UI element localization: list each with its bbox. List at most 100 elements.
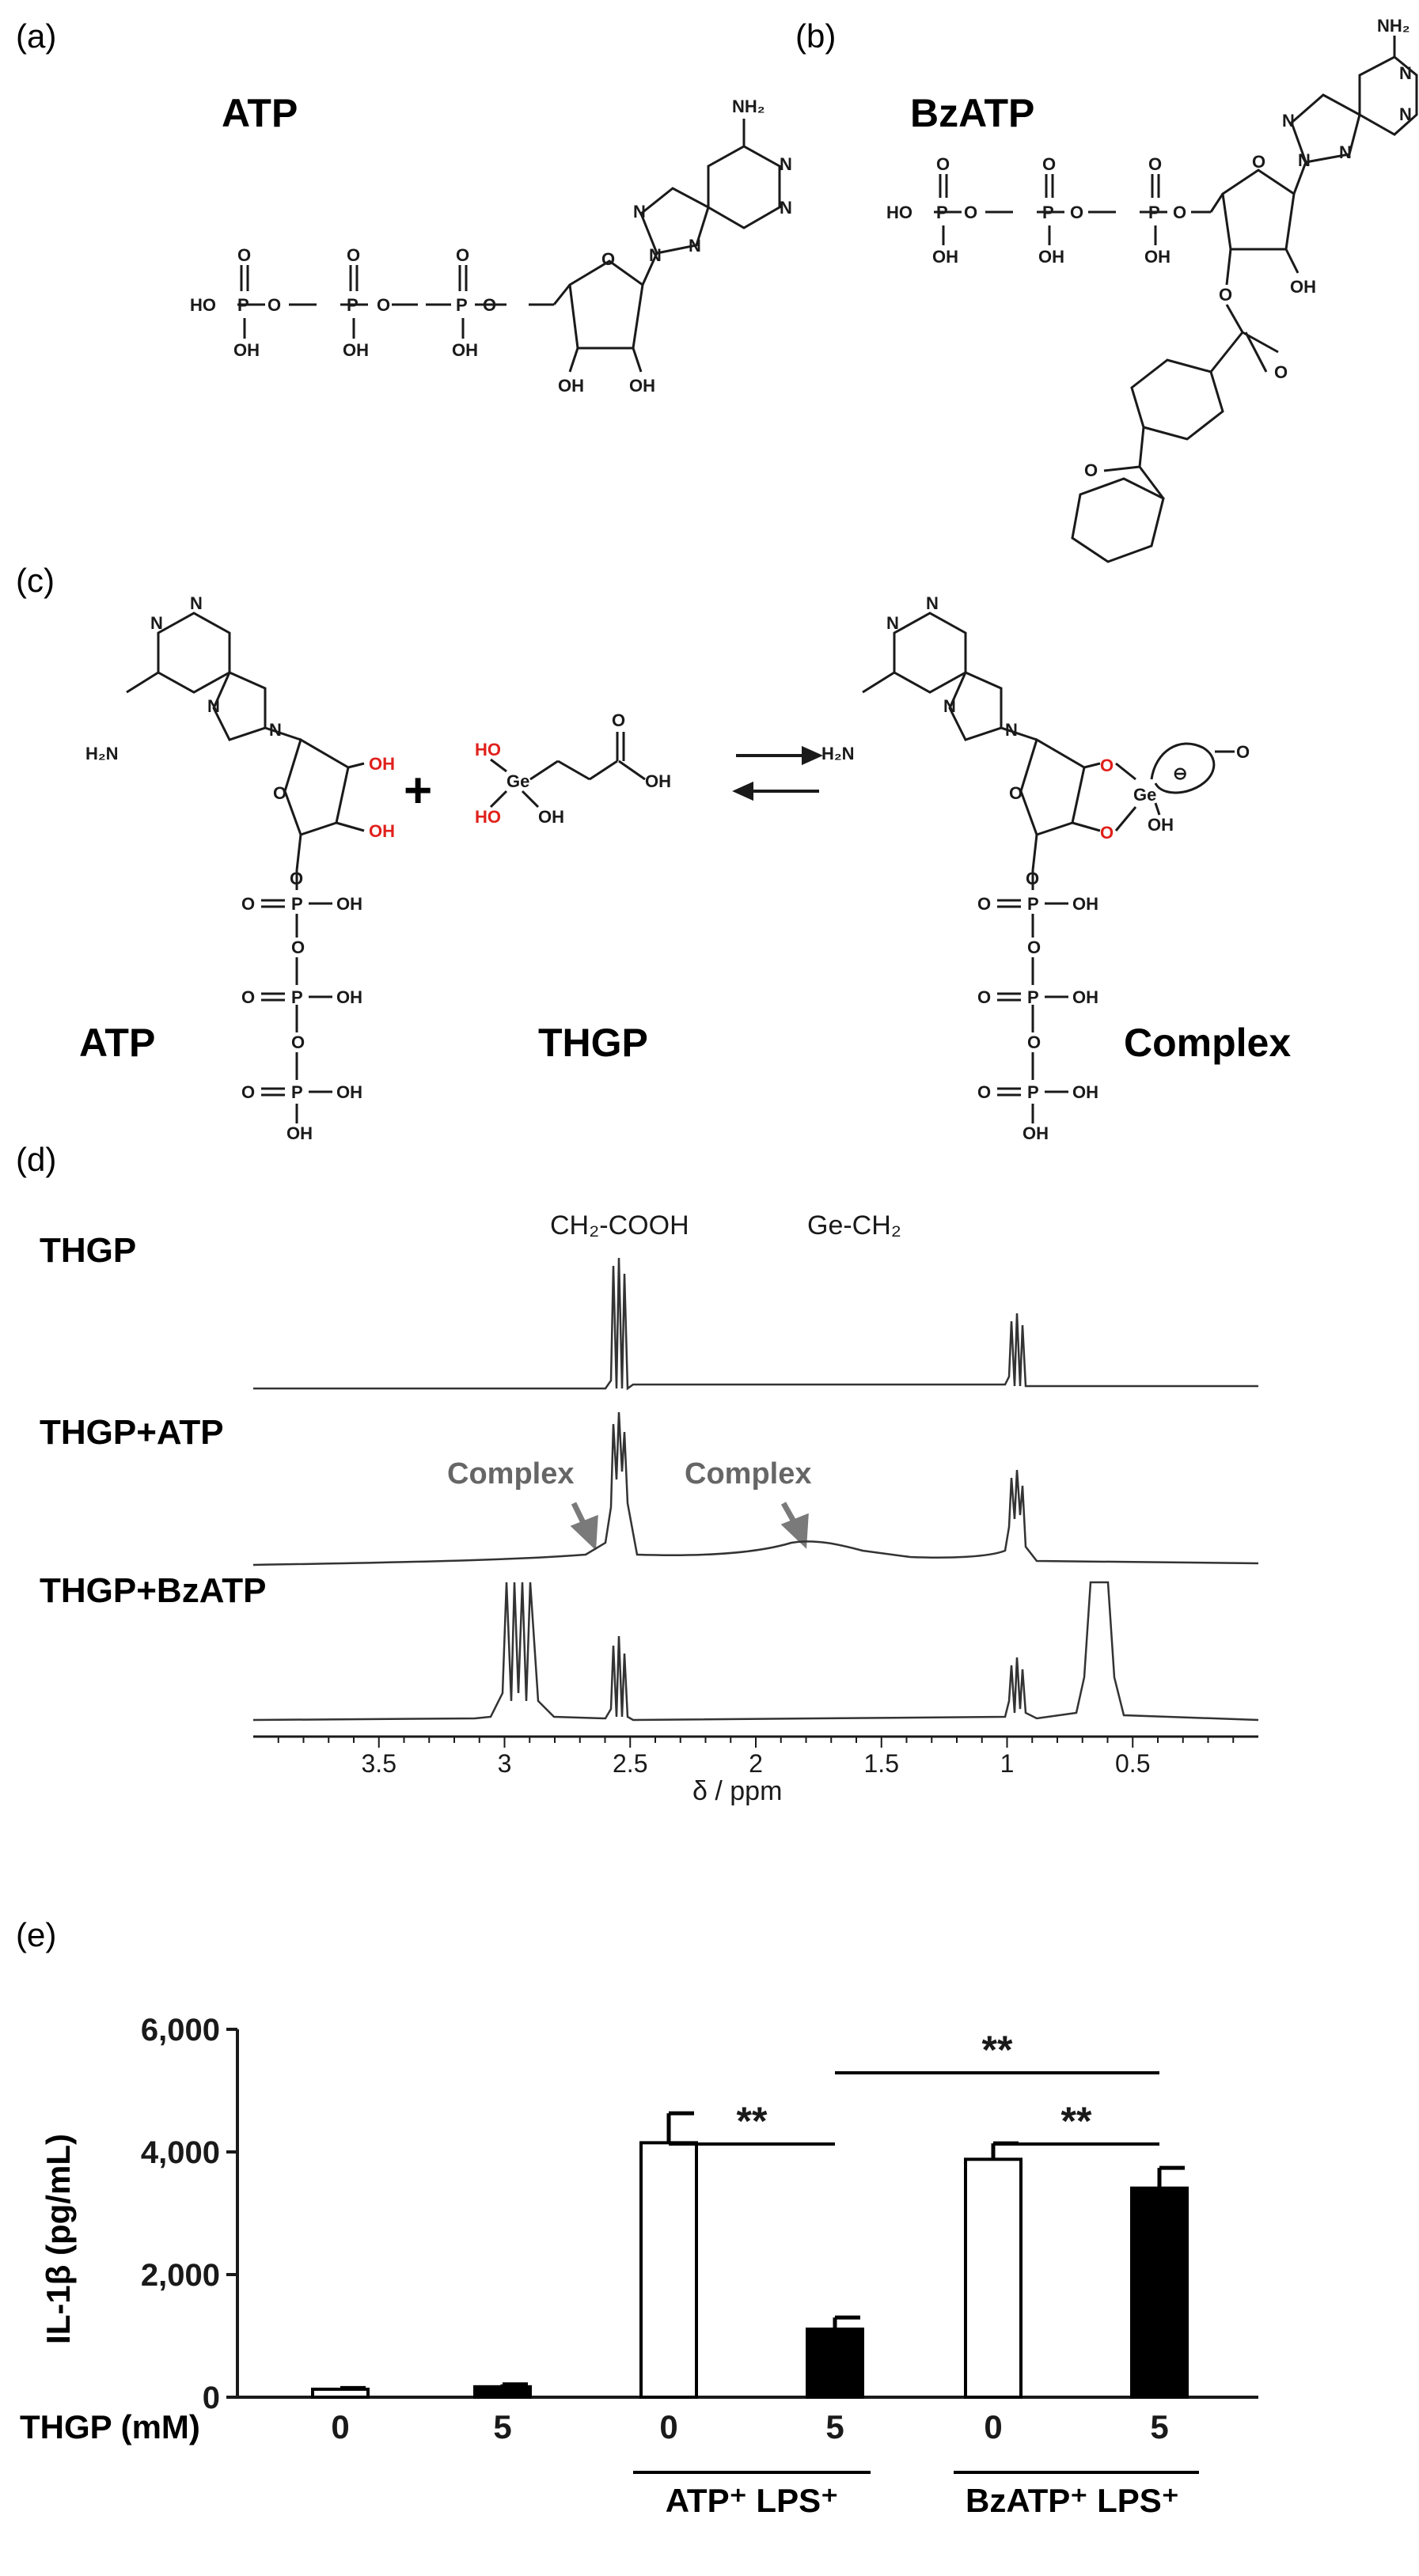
svg-text:N: N — [1298, 150, 1311, 170]
svg-text:O: O — [267, 295, 281, 315]
group-label-atp-lps: ATP⁺ LPS⁺ — [666, 2482, 839, 2519]
svg-text:N: N — [1005, 720, 1018, 740]
category-label: 0 — [659, 2408, 677, 2445]
svg-text:N: N — [269, 720, 282, 740]
bar — [806, 2327, 864, 2400]
svg-text:OH: OH — [629, 376, 655, 396]
thgp-label-c: THGP — [538, 1021, 648, 1065]
svg-text:P: P — [1027, 987, 1039, 1007]
bar — [964, 2157, 1023, 2400]
category-label: 5 — [825, 2408, 844, 2445]
atp-title: ATP — [222, 91, 298, 135]
svg-text:O: O — [241, 1082, 255, 1102]
panel-label-b: (b) — [795, 17, 836, 55]
svg-text:OH: OH — [645, 771, 671, 791]
chart-ylabel: IL-1β (pg/mL) — [40, 2134, 77, 2344]
svg-text:N: N — [1399, 63, 1412, 83]
svg-text:N: N — [886, 613, 899, 633]
panel-label-a: (a) — [16, 17, 56, 55]
nmr-spectra-d: THGP THGP+ATP THGP+BzATP CH₂-COOH Ge-CH₂… — [40, 1210, 1259, 1806]
svg-text:O: O — [964, 203, 977, 222]
svg-text:O: O — [977, 1082, 991, 1102]
svg-text:Ge: Ge — [1133, 785, 1156, 805]
svg-text:O: O — [377, 295, 390, 315]
svg-text:OH: OH — [233, 340, 260, 360]
nmr-tick-label: 0.5 — [1115, 1749, 1150, 1778]
svg-text:O: O — [241, 987, 255, 1007]
category-label: 0 — [331, 2408, 349, 2445]
panel-label-c: (c) — [16, 562, 55, 599]
y-tick-label: 4,000 — [141, 2135, 220, 2170]
svg-text:OH: OH — [1072, 1082, 1098, 1102]
svg-text:OH: OH — [1072, 987, 1098, 1007]
nmr-tick-label: 1 — [1000, 1749, 1015, 1778]
svg-text:N: N — [1399, 104, 1412, 124]
svg-text:OH: OH — [336, 894, 362, 914]
svg-text:O: O — [241, 894, 255, 914]
svg-text:OH: OH — [1072, 894, 1098, 914]
bar — [639, 2141, 698, 2399]
nmr-label-thgp-bzatp: THGP+BzATP — [40, 1571, 266, 1610]
bar — [1130, 2186, 1189, 2400]
svg-text:N: N — [649, 245, 662, 265]
svg-text:N: N — [780, 198, 792, 218]
svg-text:O: O — [936, 154, 950, 174]
svg-text:NH₂: NH₂ — [1377, 16, 1410, 36]
svg-text:N: N — [1282, 111, 1295, 131]
svg-text:O: O — [1026, 869, 1039, 888]
significance-marker: ** — [1061, 2099, 1092, 2143]
group-label-bzatp-lps: BzATP⁺ LPS⁺ — [966, 2482, 1179, 2519]
svg-text:P: P — [291, 987, 303, 1007]
svg-text:N: N — [689, 236, 701, 256]
svg-text:OH: OH — [286, 1123, 313, 1143]
svg-text:N: N — [150, 613, 163, 633]
svg-text:O: O — [456, 245, 469, 265]
significance-marker: ** — [982, 2028, 1013, 2072]
svg-text:OH: OH — [538, 807, 564, 827]
nmr-trace-thgp — [253, 1257, 1258, 1391]
svg-text:OH: OH — [1038, 247, 1064, 267]
svg-text:HO: HO — [475, 740, 501, 760]
svg-text:O: O — [1027, 1032, 1041, 1052]
nmr-xlabel: δ / ppm — [692, 1776, 782, 1806]
svg-text:HO: HO — [475, 807, 501, 827]
svg-text:H₂N: H₂N — [85, 744, 119, 763]
svg-text:O: O — [1236, 742, 1250, 762]
svg-text:P: P — [936, 203, 948, 222]
svg-text:O: O — [612, 710, 625, 730]
plus-sign: + — [404, 763, 432, 818]
svg-text:P: P — [1148, 203, 1160, 222]
bar — [311, 2387, 370, 2400]
svg-text:P: P — [347, 295, 359, 315]
svg-text:OH: OH — [336, 1082, 362, 1102]
atp-label-c: ATP — [79, 1021, 155, 1065]
svg-text:OH: OH — [343, 340, 369, 360]
svg-text:HO: HO — [190, 295, 216, 315]
category-label: 5 — [1150, 2408, 1168, 2445]
svg-text:P: P — [1027, 1082, 1039, 1102]
svg-text:O: O — [1173, 203, 1186, 222]
nmr-label-thgp-atp: THGP+ATP — [40, 1413, 224, 1452]
y-tick-label: 6,000 — [141, 2013, 220, 2048]
complex-annotation-1: Complex — [447, 1457, 574, 1491]
svg-text:OH: OH — [558, 376, 584, 396]
nmr-tick-label: 3.5 — [362, 1749, 396, 1778]
svg-text:N: N — [1339, 142, 1352, 162]
peak-label-ch2-cooh: CH₂-COOH — [550, 1210, 689, 1241]
svg-text:Ge: Ge — [507, 771, 529, 791]
nmr-label-thgp: THGP — [40, 1231, 136, 1270]
svg-text:OH: OH — [1144, 247, 1170, 267]
il1b-bar-chart: IL-1β (pg/mL) THGP (mM) ATP⁺ LPS⁺ BzATP⁺… — [20, 2013, 1258, 2519]
svg-text:NH₂: NH₂ — [732, 97, 765, 116]
svg-text:P: P — [291, 1082, 303, 1102]
svg-text:HO: HO — [886, 203, 912, 222]
svg-text:OH: OH — [932, 247, 958, 267]
svg-text:O: O — [1027, 938, 1041, 957]
complex-annotation-2: Complex — [685, 1457, 811, 1491]
svg-text:O: O — [601, 249, 615, 269]
svg-text:N: N — [207, 696, 220, 716]
svg-text:P: P — [237, 295, 249, 315]
svg-text:OH: OH — [336, 987, 362, 1007]
